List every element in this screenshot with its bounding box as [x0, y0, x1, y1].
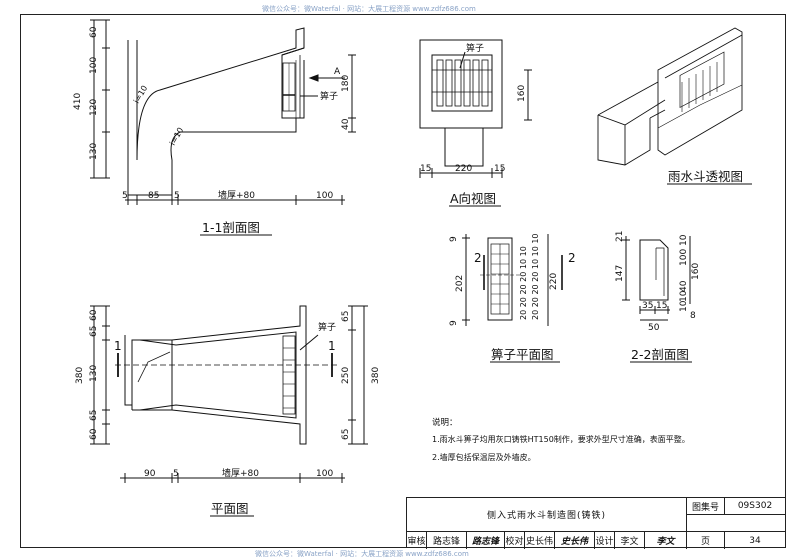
notes-heading: 说明：: [432, 418, 458, 428]
check-label: 校对: [505, 532, 525, 549]
plan-dim-right-2: 65: [341, 429, 351, 440]
watermark-top: 微信公众号：微Waterfal · 网站：大展工程资源 www.zdfz686.…: [262, 5, 476, 13]
title-plan: 平面图: [211, 501, 249, 516]
plan-grate-label: 箅子: [318, 321, 336, 333]
s22-dim-right-3: 40: [679, 280, 689, 292]
design-label: 设计: [595, 532, 615, 549]
reviewer-signature: 路志锋: [467, 532, 505, 549]
perspective-drawing: [597, 27, 743, 166]
designer-name: 李文: [615, 532, 645, 549]
checker-name: 史长伟: [525, 532, 555, 549]
title-perspective: 雨水斗透视图: [668, 169, 743, 184]
view-a-drawing: [419, 39, 532, 178]
watermark-bottom: 微信公众号：微Waterfal · 网站：大展工程资源 www.zdfz686.…: [255, 550, 469, 558]
review-label: 审核: [407, 532, 427, 549]
viewa-dim-bottom-0: 15: [420, 164, 431, 174]
s11-dim-total: 410: [73, 93, 83, 110]
designer-signature: 李文: [645, 532, 687, 549]
viewa-dim-right: 160: [517, 85, 527, 102]
title-view-a: A向视图: [450, 191, 496, 206]
s22-dim-bottom-1: 15: [656, 301, 667, 311]
plan-dim-bottom-3: 100: [316, 469, 333, 479]
section-1-1-drawing: [90, 19, 356, 205]
s11-dim-bottom-4: 100: [316, 191, 333, 201]
grate-plan-dims-bottom: 20 20 20 20 10 10 10: [531, 233, 540, 320]
grate-plan-mark-left: 2: [474, 251, 482, 265]
page-number: 34: [749, 535, 761, 546]
atlas-spacer: [687, 515, 785, 532]
s22-dim-total: 50: [648, 323, 660, 333]
grate-plan-dim-left-small-0: 9: [449, 236, 459, 242]
viewa-grate-label: 箅子: [466, 42, 484, 54]
title-section-2-2: 2-2剖面图: [631, 347, 689, 362]
note-item-2: 2.墙厚包括保温层及外墙皮。: [432, 453, 536, 462]
plan-dim-total: 380: [75, 367, 85, 384]
grate-plan-dims-top: 20 20 20 20 10 10: [519, 246, 528, 320]
s22-dim-left-small: 21: [615, 231, 625, 242]
plan-dim-right-total: 380: [371, 367, 381, 384]
grate-plan-drawing: [462, 234, 563, 326]
s22-dim-right-5: 10: [679, 300, 689, 312]
atlas-number: 09S302: [725, 498, 785, 515]
s11-dim-bottom-1: 85: [148, 191, 159, 201]
s22-dim-bottom-0: 35: [642, 301, 653, 311]
s11-dim-bottom-2: 5: [174, 191, 180, 201]
section-2-2-drawing: [622, 236, 691, 321]
plan-dim-left-4: 60: [89, 428, 99, 440]
s11-dim-bottom-3: 墙厚+80: [218, 189, 255, 201]
s22-dim-small: 8: [690, 311, 696, 321]
plan-dim-right-0: 65: [341, 311, 351, 322]
plan-dim-left-0: 60: [89, 309, 99, 321]
plan-dim-bottom-2: 墙厚+80: [222, 467, 259, 479]
grate-plan-dim-left-small-1: 9: [449, 320, 459, 326]
s22-dim-right-1: 100: [679, 249, 689, 266]
s11-dim-left-1: 100: [89, 57, 99, 74]
plan-dim-bottom-1: 5: [173, 469, 179, 479]
checker-signature: 史长伟: [555, 532, 595, 549]
s11-dim-left-2: 120: [89, 99, 99, 116]
viewa-dim-bottom-2: 15: [494, 164, 505, 174]
reviewer-name: 路志锋: [427, 532, 467, 549]
drawing-frame: [20, 14, 786, 548]
title-block: 侧入式雨水斗制造图(铸铁) 图集号 09S302 审核 路志锋 路志锋 校对 史…: [406, 497, 786, 549]
s11-slope-1: i=10: [168, 126, 185, 147]
plan-dim-left-1: 65: [89, 326, 99, 337]
s22-dim-right-0: 10: [679, 234, 689, 246]
s22-dim-right-4: 10: [679, 290, 689, 302]
s22-dim-right-2: 160: [691, 263, 701, 280]
s11-dim-left-3: 130: [89, 143, 99, 160]
s22-dim-left: 147: [615, 265, 625, 282]
atlas-label: 图集号: [687, 498, 725, 515]
plan-dim-left-3: 65: [89, 410, 99, 421]
plan-section-mark-left: 1: [114, 339, 122, 353]
drawing-title: 侧入式雨水斗制造图(铸铁): [407, 498, 687, 532]
s11-dim-bottom-0: 5: [122, 191, 128, 201]
title-section-1-1: 1-1剖面图: [202, 220, 260, 235]
page-label: 页: [687, 532, 725, 549]
title-grate-plan: 箅子平面图: [491, 347, 554, 362]
s11-grate-label: 箅子: [320, 90, 338, 102]
plan-dim-right-1: 250: [341, 367, 351, 384]
grate-plan-mark-right: 2: [568, 251, 576, 265]
s11-dim-left-0: 60: [89, 26, 99, 38]
grate-plan-dim-right: 220: [549, 273, 559, 290]
grate-plan-dim-left: 202: [455, 275, 465, 292]
plan-section-mark-right: 1: [328, 339, 336, 353]
s11-dim-right-1: 40: [341, 118, 351, 130]
plan-dim-left-2: 130: [89, 365, 99, 382]
plan-drawing: [90, 305, 368, 483]
viewa-dim-bottom-1: 220: [455, 164, 472, 174]
s11-dim-right-0: 180: [341, 75, 351, 92]
s11-arrow-label: A: [334, 67, 341, 77]
plan-dim-bottom-0: 90: [144, 469, 156, 479]
note-item-1: 1.雨水斗箅子均用灰口铸铁HT150制作，要求外型尺寸准确，表面平整。: [432, 435, 690, 444]
